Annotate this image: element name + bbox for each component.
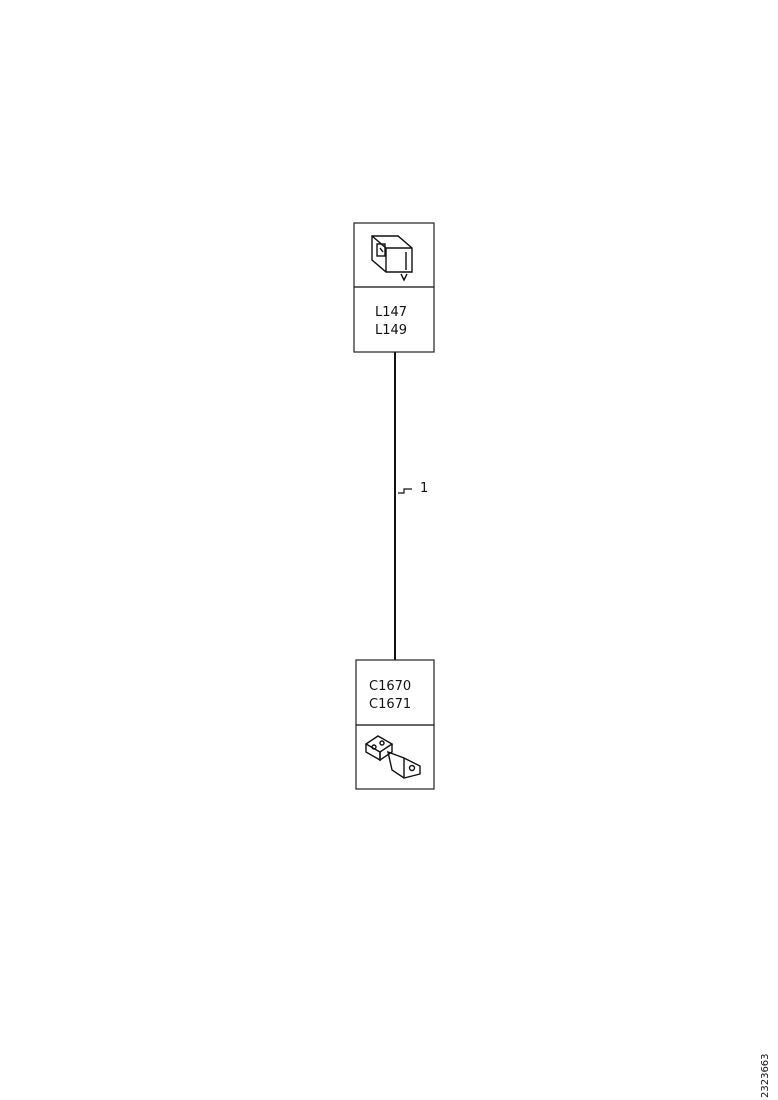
top-component-icon-cell xyxy=(353,222,435,288)
bottom-component-label-2: C1671 xyxy=(369,697,411,712)
top-component-label-1: L147 xyxy=(375,305,407,320)
bottom-component: C1670 C1671 xyxy=(355,659,435,790)
bottom-component-label-1: C1670 xyxy=(369,679,411,694)
reference-code: 2323663 xyxy=(760,1053,771,1098)
bottom-component-icon-cell xyxy=(355,724,435,790)
wire-callout-leader xyxy=(398,488,412,494)
light-unit-icon xyxy=(371,235,413,282)
top-component: L147 L149 xyxy=(353,222,435,353)
connector-icon xyxy=(364,735,421,779)
top-component-label-2: L149 xyxy=(375,323,407,338)
wire-callout-number: 1 xyxy=(420,481,428,496)
